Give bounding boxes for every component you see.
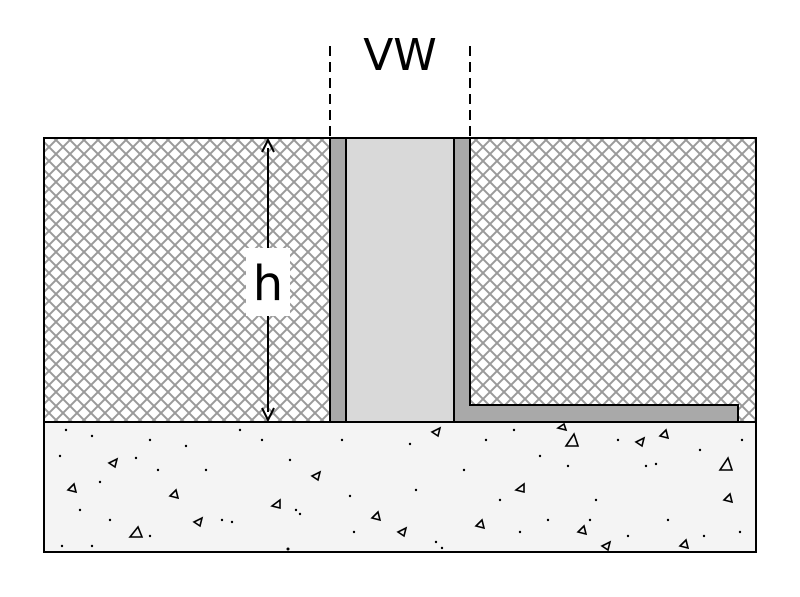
height-arrow-bottom [261,407,275,423]
upper-left-outline [43,137,330,422]
vw-label: VW [363,30,437,81]
upper-right-outline [470,137,757,422]
left-liner [329,137,347,423]
center-void [346,138,454,422]
height-label: h [253,256,283,312]
right-hatched-layer [470,138,756,422]
aggregate-dots [58,428,744,551]
height-label-background [246,248,290,316]
aggregate-triangles [66,422,734,552]
height-arrow-top [261,137,275,153]
